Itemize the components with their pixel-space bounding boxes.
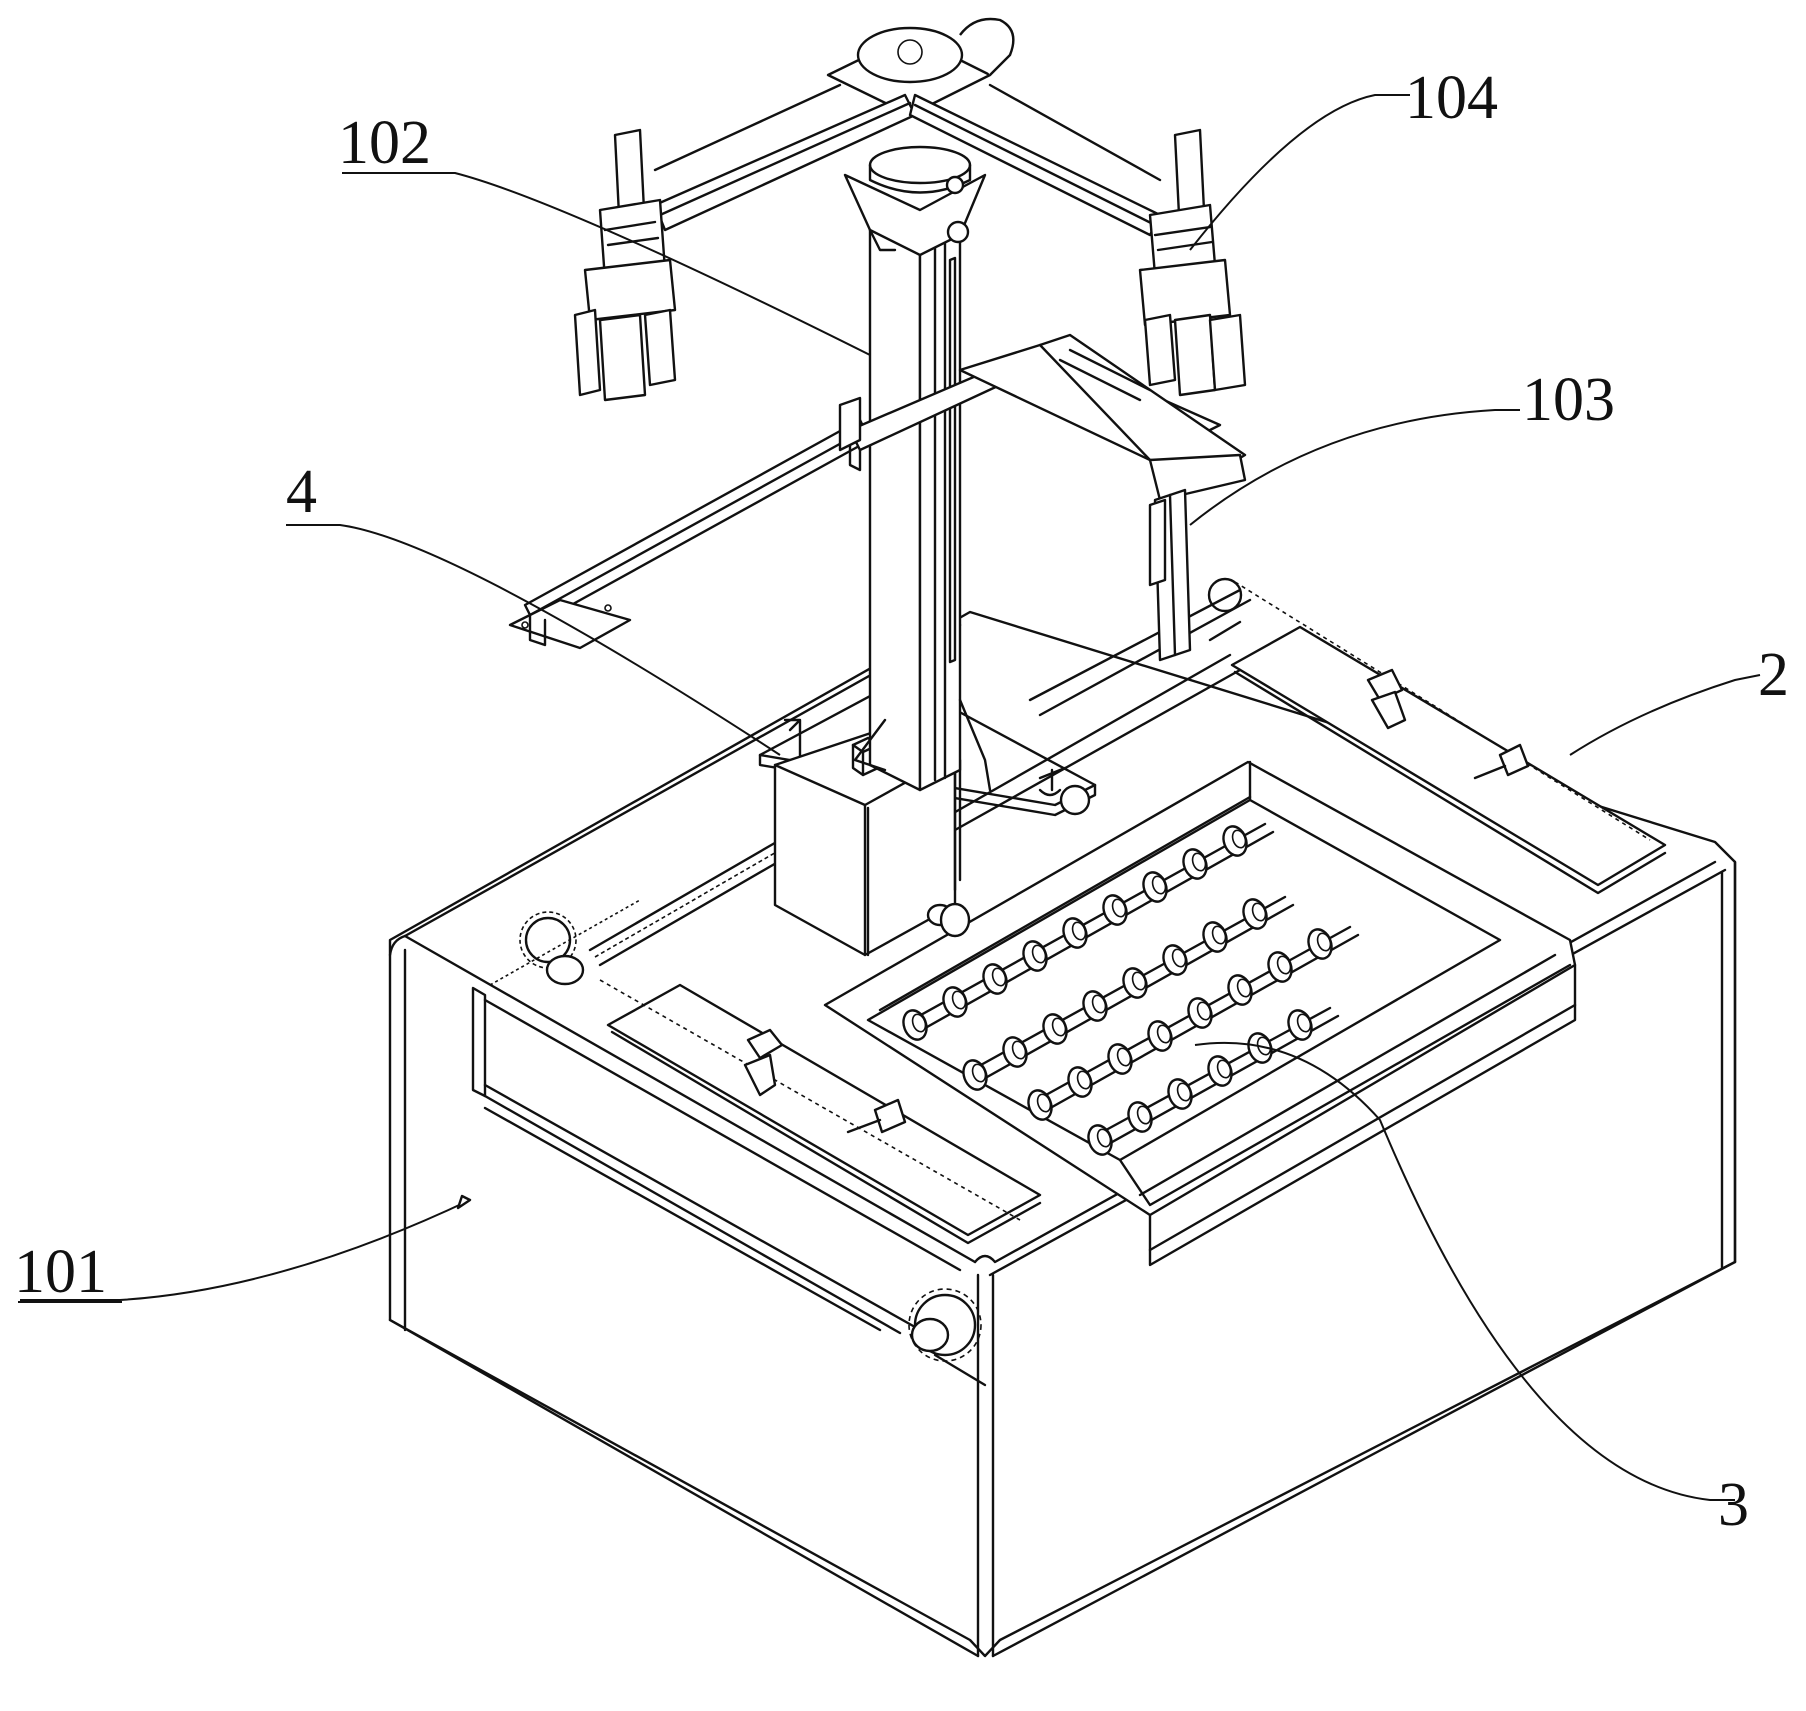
roller-hub [951, 990, 967, 1010]
roller-hub [1131, 971, 1147, 991]
roller-hub [1191, 852, 1207, 872]
leader-3 [1194, 1041, 1735, 1501]
label-103: 103 [1522, 366, 1615, 434]
left-screw-plate [489, 838, 1042, 1245]
roller-hub [971, 1063, 987, 1083]
roller-hub [1011, 1040, 1027, 1060]
labels: 102 104 103 4 2 3 101 [14, 64, 1789, 1539]
leader-4 [290, 524, 781, 756]
leader-lines [20, 94, 1761, 1501]
roller-hub [1176, 1082, 1192, 1102]
gripper-left [573, 128, 677, 402]
roller-hub [1276, 955, 1292, 975]
leader-102 [345, 172, 871, 356]
roller-hub [1231, 829, 1247, 849]
leader-103 [1189, 409, 1520, 526]
leader-104 [1189, 94, 1410, 251]
roller-hub [1051, 1017, 1067, 1037]
roller-hub [1316, 932, 1332, 952]
label-102: 102 [338, 109, 431, 177]
vertical-column [826, 17, 1015, 792]
roller-hub [1196, 1001, 1212, 1021]
roller-hub [1091, 994, 1107, 1014]
roller-hub [1296, 1013, 1312, 1033]
label-101: 101 [14, 1238, 107, 1306]
roller-hub [1216, 1059, 1232, 1079]
roller-conveyor [823, 760, 1577, 1267]
roller-hub [1076, 1070, 1092, 1090]
roller-hub [1151, 875, 1167, 895]
roller-hub [1236, 978, 1252, 998]
roller-shaft [908, 822, 1275, 1033]
label-104: 104 [1405, 64, 1498, 132]
cross-beams [508, 83, 1247, 662]
roller-hub [1136, 1105, 1152, 1125]
leader-2 [1569, 674, 1761, 756]
roller-hub [1171, 948, 1187, 968]
roller-hub [1031, 944, 1047, 964]
roller-hub [1251, 902, 1267, 922]
roller-hub [1211, 925, 1227, 945]
roller-hub [991, 967, 1007, 987]
roller-hub [1071, 921, 1087, 941]
roller-hub [1116, 1047, 1132, 1067]
label-3: 3 [1718, 1471, 1749, 1539]
roller-hub [1111, 898, 1127, 918]
leader-101 [20, 1199, 471, 1301]
gripper-right [1138, 128, 1247, 397]
roller-hub [1096, 1128, 1112, 1148]
roller-hub [911, 1013, 927, 1033]
label-4: 4 [286, 458, 317, 526]
label-2: 2 [1758, 641, 1789, 709]
roller-hub [1156, 1024, 1172, 1044]
roller-hub [1256, 1036, 1272, 1056]
roller-hub [1036, 1093, 1052, 1113]
